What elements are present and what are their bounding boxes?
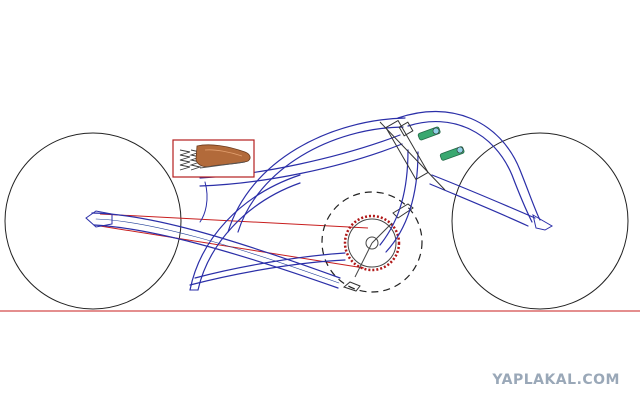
watermark-text: YAPLAKAL.COM [492,372,620,388]
chain-lines [99,213,369,269]
front-wheel-icon [451,132,629,310]
shock-absorber-icon [417,126,465,161]
head-tube [379,119,446,191]
rear-wheel-icon [4,132,182,310]
chainring-icon [343,214,401,278]
frame [85,110,554,291]
chainring-clearance-circle [321,191,423,293]
saddle-icon [172,139,255,178]
